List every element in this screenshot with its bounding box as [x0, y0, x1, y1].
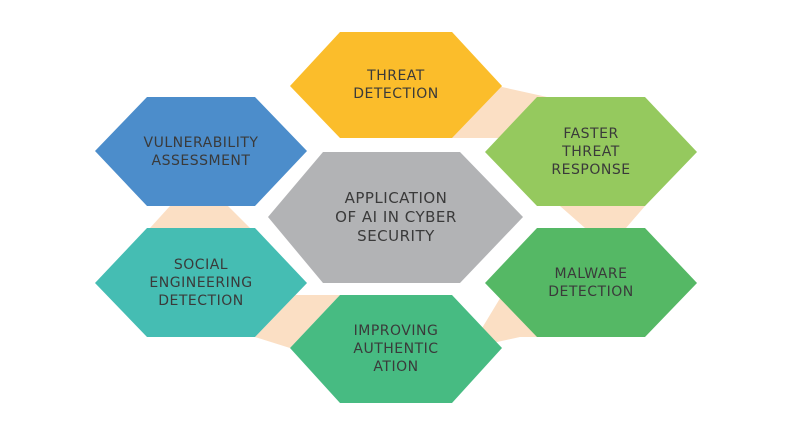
label-center-topic: APPLICATION OF AI IN CYBER SECURITY [335, 189, 457, 245]
hex-faster-threat-response [485, 97, 697, 206]
label-vulnerability-assessment: VULNERABILITY ASSESSMENT [143, 134, 259, 169]
hex-social-engineering-detection [95, 228, 307, 337]
connector-faster-to-malware [560, 206, 645, 228]
connector-vuln-to-social [150, 206, 250, 228]
hex-improving-authentication [290, 295, 502, 403]
label-malware-detection: MALWARE DETECTION [548, 265, 634, 300]
label-social-engineering-detection: SOCIAL ENGINEERING DETECTION [149, 256, 253, 309]
hex-threat-detection [290, 32, 502, 138]
label-improving-authentication: IMPROVING AUTHENTIC ATION [353, 323, 439, 375]
label-threat-detection: THREAT DETECTION [353, 68, 439, 102]
hex-malware-detection [485, 228, 697, 337]
hex-center [268, 152, 523, 283]
label-faster-threat-response: FASTER THREAT RESPONSE [551, 125, 631, 178]
connector-social-to-improving [255, 283, 340, 348]
hex-vulnerability-assessment [95, 97, 307, 206]
